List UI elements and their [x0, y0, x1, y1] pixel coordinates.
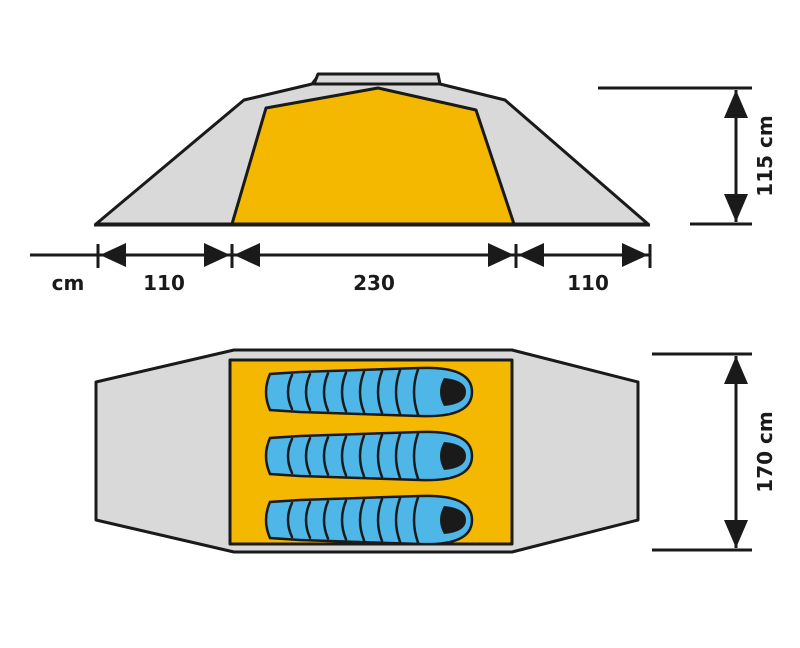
sleeping-bag-baffle: [358, 498, 366, 542]
sleeping-bag-baffle: [412, 496, 420, 544]
roof-vent: [312, 72, 442, 86]
sleeping-bag-baffle: [286, 501, 294, 539]
tent-height: 115 cm: [753, 115, 777, 196]
sleeping-bag-baffle: [412, 368, 420, 416]
sleeping-bag-baffle: [340, 371, 348, 413]
sleeping-bag-baffle: [394, 432, 402, 480]
vestibule-right-length: 110: [567, 271, 609, 295]
sleeping-bag-baffle: [376, 433, 384, 479]
sleeping-bag-baffle: [340, 435, 348, 477]
sleeping-bag-baffle: [322, 436, 330, 476]
unit-label: cm: [52, 271, 85, 295]
sleeping-bag-baffle: [376, 369, 384, 415]
sleeping-bag: [264, 366, 474, 418]
side-inner-tent: [230, 86, 516, 226]
sleeping-bag-hood: [440, 378, 466, 406]
sleeping-bag-baffle: [376, 497, 384, 543]
sleeping-bag-baffle: [304, 500, 312, 540]
sleeping-bag: [264, 430, 474, 482]
sleeping-bag-body: [264, 430, 474, 482]
tent-width: 170 cm: [753, 411, 777, 492]
inner-tent-length: 230: [353, 271, 395, 295]
vestibule-left-length: 110: [143, 271, 185, 295]
sleeping-bags: [264, 366, 474, 546]
sleeping-bag-hood: [440, 506, 466, 534]
length-dimensions: cm 110 230 110: [30, 243, 652, 295]
sleeping-bag-baffle: [304, 372, 312, 412]
sleeping-bag-hood: [440, 442, 466, 470]
sleeping-bag-baffle: [358, 370, 366, 414]
width-dimension: 170 cm: [652, 352, 777, 552]
tent-side-view: [94, 72, 650, 227]
sleeping-bag-baffle: [304, 436, 312, 476]
sleeping-bag-baffle: [394, 496, 402, 544]
sleeping-bag-body: [264, 494, 474, 546]
sleeping-bag-baffle: [394, 368, 402, 416]
height-dimension: 115 cm: [598, 86, 777, 226]
sleeping-bag-baffle: [358, 434, 366, 478]
sleeping-bag: [264, 494, 474, 546]
sleeping-bag-baffle: [322, 500, 330, 540]
sleeping-bag-baffle: [286, 373, 294, 411]
sleeping-bag-baffle: [412, 432, 420, 480]
sleeping-bag-baffle: [286, 437, 294, 475]
sleeping-bag-body: [264, 366, 474, 418]
sleeping-bag-baffle: [322, 372, 330, 412]
sleeping-bag-baffle: [340, 499, 348, 541]
